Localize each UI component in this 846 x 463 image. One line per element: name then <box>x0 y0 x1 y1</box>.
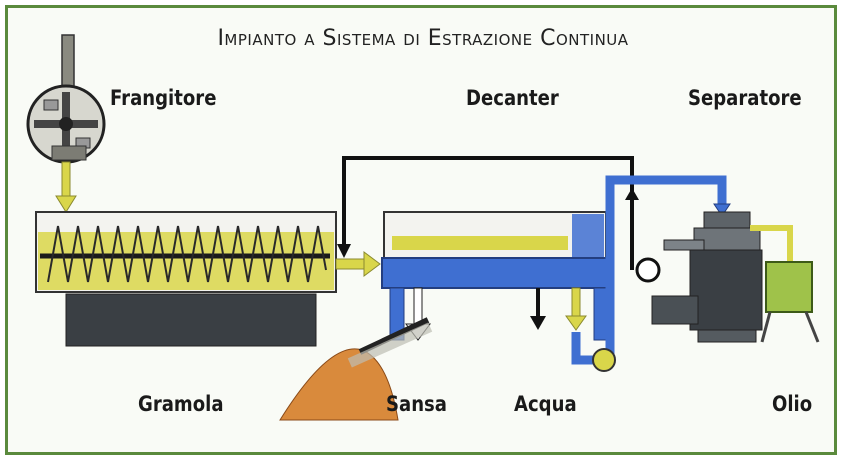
label-decanter: Decanter <box>466 86 559 110</box>
label-acqua: Acqua <box>514 392 577 416</box>
separatore-centrifuge <box>651 211 793 343</box>
feed-arrow <box>55 161 77 213</box>
gramola-malaxer <box>35 211 337 347</box>
water-return-pipe <box>337 156 661 283</box>
label-olio: Olio <box>772 392 813 416</box>
label-frangitore: Frangitore <box>110 86 217 110</box>
acqua-outlet-arrow <box>530 288 546 330</box>
oil-transfer-pipe <box>565 175 731 372</box>
sansa-pile <box>279 317 433 421</box>
decanter <box>381 211 611 341</box>
label-sansa: Sansa <box>386 392 447 416</box>
paste-flow-arrow <box>335 251 381 277</box>
diagram-title: Impianto a Sistema di Estrazione Continu… <box>217 26 629 51</box>
label-gramola: Gramola <box>138 392 224 416</box>
frangitore-crusher <box>26 34 106 164</box>
label-separatore: Separatore <box>688 86 802 110</box>
olio-container <box>760 261 820 343</box>
